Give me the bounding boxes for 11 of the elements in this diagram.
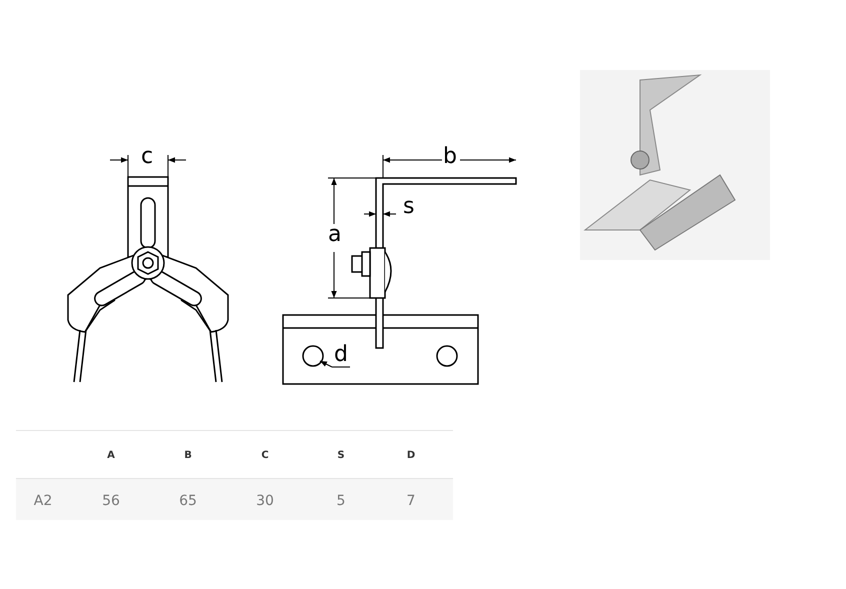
- table-header: S: [337, 449, 345, 463]
- table-header: C: [261, 449, 269, 463]
- table-cell-text: 65: [179, 492, 197, 511]
- table-header: D: [406, 449, 416, 463]
- table-cell-text: 7: [406, 492, 416, 511]
- table-cell-text: A2: [34, 492, 52, 511]
- table-header: A: [107, 449, 115, 463]
- table-cell-text: 56: [102, 492, 120, 511]
- table-header: B: [184, 449, 192, 463]
- table-cell-text: 5: [336, 492, 346, 511]
- table-cell-text: 30: [256, 492, 274, 511]
